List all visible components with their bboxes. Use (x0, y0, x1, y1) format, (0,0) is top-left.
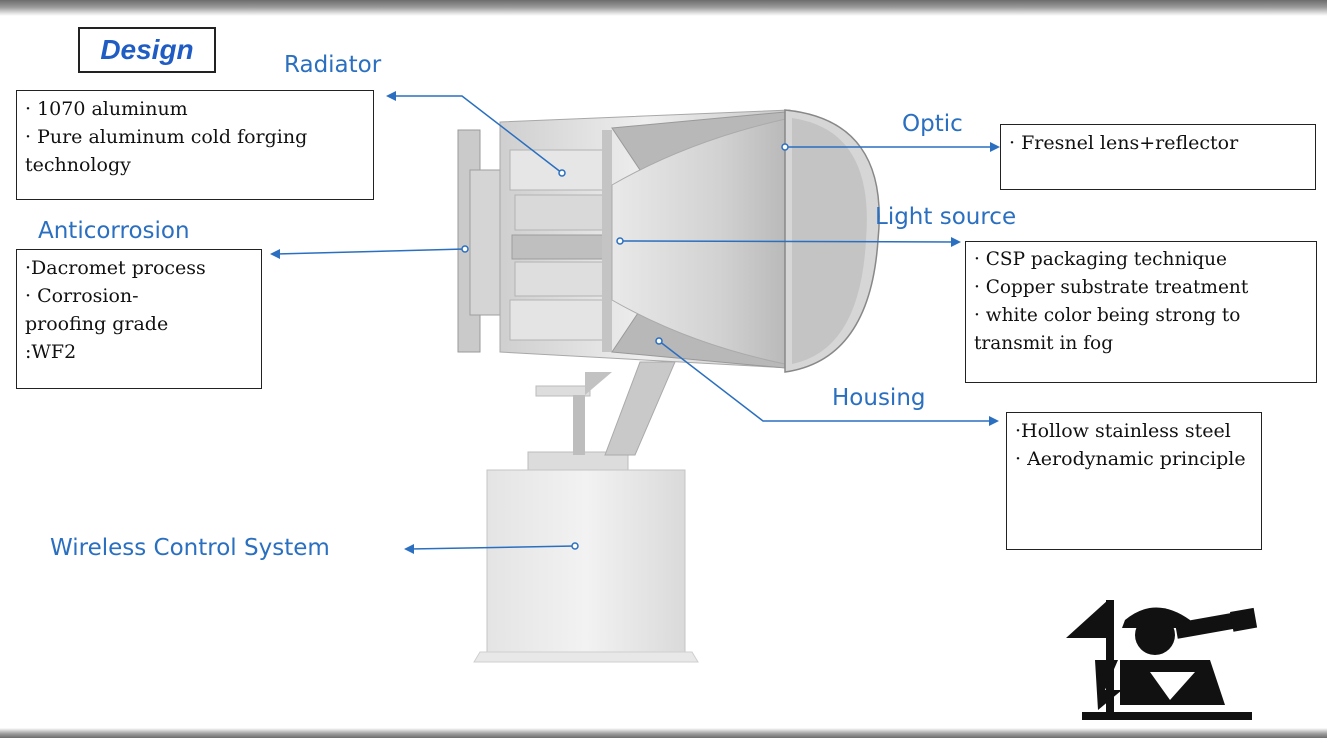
bottom-border-band (0, 728, 1327, 738)
light-source-spec-box: · CSP packaging technique · Copper subst… (965, 241, 1317, 383)
anticorrosion-label: Anticorrosion (38, 218, 190, 244)
anchor-dots (461, 143, 789, 550)
spec-line: · CSP packaging technique (974, 249, 1227, 270)
mounting-bracket (535, 361, 676, 456)
control-box (473, 451, 699, 663)
housing-label: Housing (832, 385, 926, 411)
connector-lines (275, 95, 994, 550)
spec-line: · Pure aluminum cold forging technology (25, 126, 308, 176)
spec-line: ·Hollow stainless steel (1015, 420, 1231, 442)
spec-line: ·Dacromet process (25, 257, 206, 279)
radiator-label: Radiator (284, 52, 382, 78)
spec-line: · Corrosion-proofing grade :WF2 (25, 285, 169, 363)
spec-line: · Copper substrate treatment (974, 277, 1249, 298)
optic-label: Optic (902, 111, 963, 137)
arrowheads (270, 91, 1000, 554)
spec-line: · 1070 aluminum (25, 98, 188, 120)
spec-line: · Aerodynamic principle (1015, 448, 1246, 470)
wireless-control-label: Wireless Control System (50, 535, 330, 561)
spec-line: · white color being strong to transmit i… (974, 305, 1241, 354)
surveyor-with-telescope-icon (1066, 600, 1258, 720)
housing-spec-box: ·Hollow stainless steel · Aerodynamic pr… (1006, 412, 1262, 550)
spec-line: · Fresnel lens+reflector (1009, 132, 1239, 154)
design-title: Design (78, 27, 216, 73)
top-border-band (0, 0, 1327, 16)
optic-spec-box: · Fresnel lens+reflector (1000, 124, 1316, 190)
light-source-label: Light source (875, 204, 1017, 230)
anticorrosion-spec-box: ·Dacromet process · Corrosion-proofing g… (16, 249, 262, 389)
radiator-spec-box: · 1070 aluminum · Pure aluminum cold for… (16, 90, 374, 200)
